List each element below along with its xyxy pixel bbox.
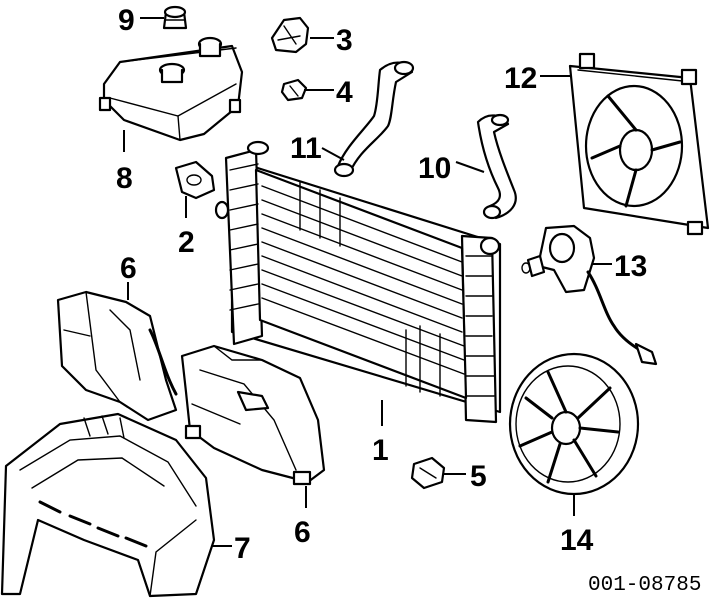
reference-code: 001-08785 <box>588 574 701 597</box>
callout-6-lower: 6 <box>294 516 311 549</box>
filler-flange <box>174 160 216 200</box>
callout-14: 14 <box>560 524 594 557</box>
callout-6-upper: 6 <box>120 252 137 285</box>
callout-1: 1 <box>372 434 389 467</box>
fan-shroud <box>568 52 710 236</box>
reservoir-cap <box>162 5 188 30</box>
callout-11: 11 <box>290 132 322 165</box>
callout-9: 9 <box>118 4 135 37</box>
lower-radiator-hose <box>476 113 517 220</box>
callout-8: 8 <box>116 162 133 195</box>
air-baffle-right <box>180 344 326 486</box>
callout-12: 12 <box>504 62 537 95</box>
mount-bracket-upper <box>270 16 310 54</box>
callout-13: 13 <box>614 250 647 283</box>
cooling-fan <box>508 352 640 496</box>
fan-motor <box>521 224 658 366</box>
upper-radiator-hose <box>333 60 415 178</box>
radiator <box>214 140 502 424</box>
callout-10: 10 <box>418 152 451 185</box>
leader-lines <box>123 17 612 547</box>
coolant-reservoir <box>98 36 244 142</box>
lower-air-dam <box>0 412 216 598</box>
callout-5: 5 <box>470 460 487 493</box>
air-baffle-left <box>56 290 178 422</box>
hose-clip <box>280 78 308 102</box>
mount-bracket-lower <box>410 456 446 490</box>
callout-3: 3 <box>336 24 353 57</box>
callout-4: 4 <box>336 76 353 109</box>
callout-7: 7 <box>234 532 251 565</box>
callout-2: 2 <box>178 226 195 259</box>
callout-labels: 9 3 4 11 8 2 10 12 13 6 1 5 14 7 6 <box>116 4 647 565</box>
